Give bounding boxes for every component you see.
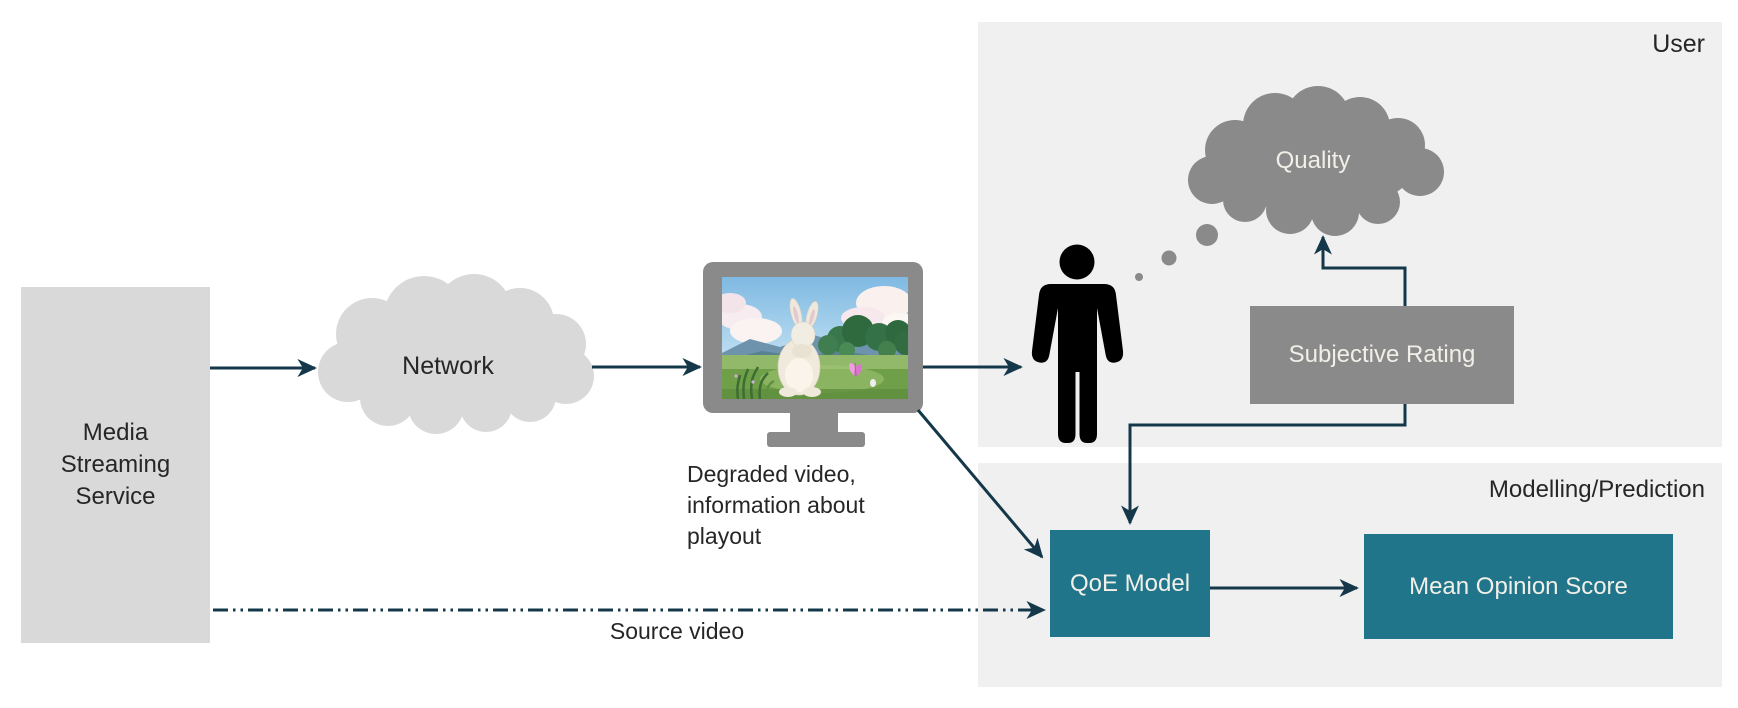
media-streaming-service-label: Media Streaming Service: [60, 419, 171, 510]
source-video-caption: Source video: [609, 618, 745, 644]
video-trees: [818, 315, 908, 359]
butterfly-icon: [849, 362, 862, 377]
video-still: [722, 277, 908, 399]
monitor-icon: [703, 262, 923, 447]
connector-rating-to-qoe: [1121, 404, 1407, 525]
thought-cloud-icon: [1188, 86, 1444, 236]
user-region-label: User: [1652, 30, 1705, 58]
mean-opinion-score-node: Mean Opinion Score: [1364, 534, 1673, 639]
thought-dots-icon: [1135, 224, 1218, 281]
network-cloud-icon: [318, 274, 594, 434]
network-label: Network: [402, 352, 494, 380]
media-streaming-service-node: Media Streaming Service: [21, 287, 210, 643]
arrow-monitor-to-qoe: [916, 409, 1044, 559]
qoe-model-label: QoE Model: [1069, 569, 1191, 597]
connector-rating-to-quality: [1314, 235, 1407, 306]
person-icon: [1031, 244, 1124, 443]
mean-opinion-score-label: Mean Opinion Score: [1409, 572, 1628, 600]
qoe-model-node: QoE Model: [1050, 530, 1210, 637]
subjective-rating-node: Subjective Rating: [1250, 306, 1514, 404]
degraded-video-caption: Degraded video, information about playou…: [687, 461, 865, 549]
quality-thought-label: Quality: [1275, 147, 1351, 174]
subjective-rating-label: Subjective Rating: [1288, 341, 1476, 368]
grass-tuft: [736, 366, 775, 399]
modelling-region-label: Modelling/Prediction: [1488, 476, 1705, 503]
rabbit-character: [777, 298, 821, 397]
